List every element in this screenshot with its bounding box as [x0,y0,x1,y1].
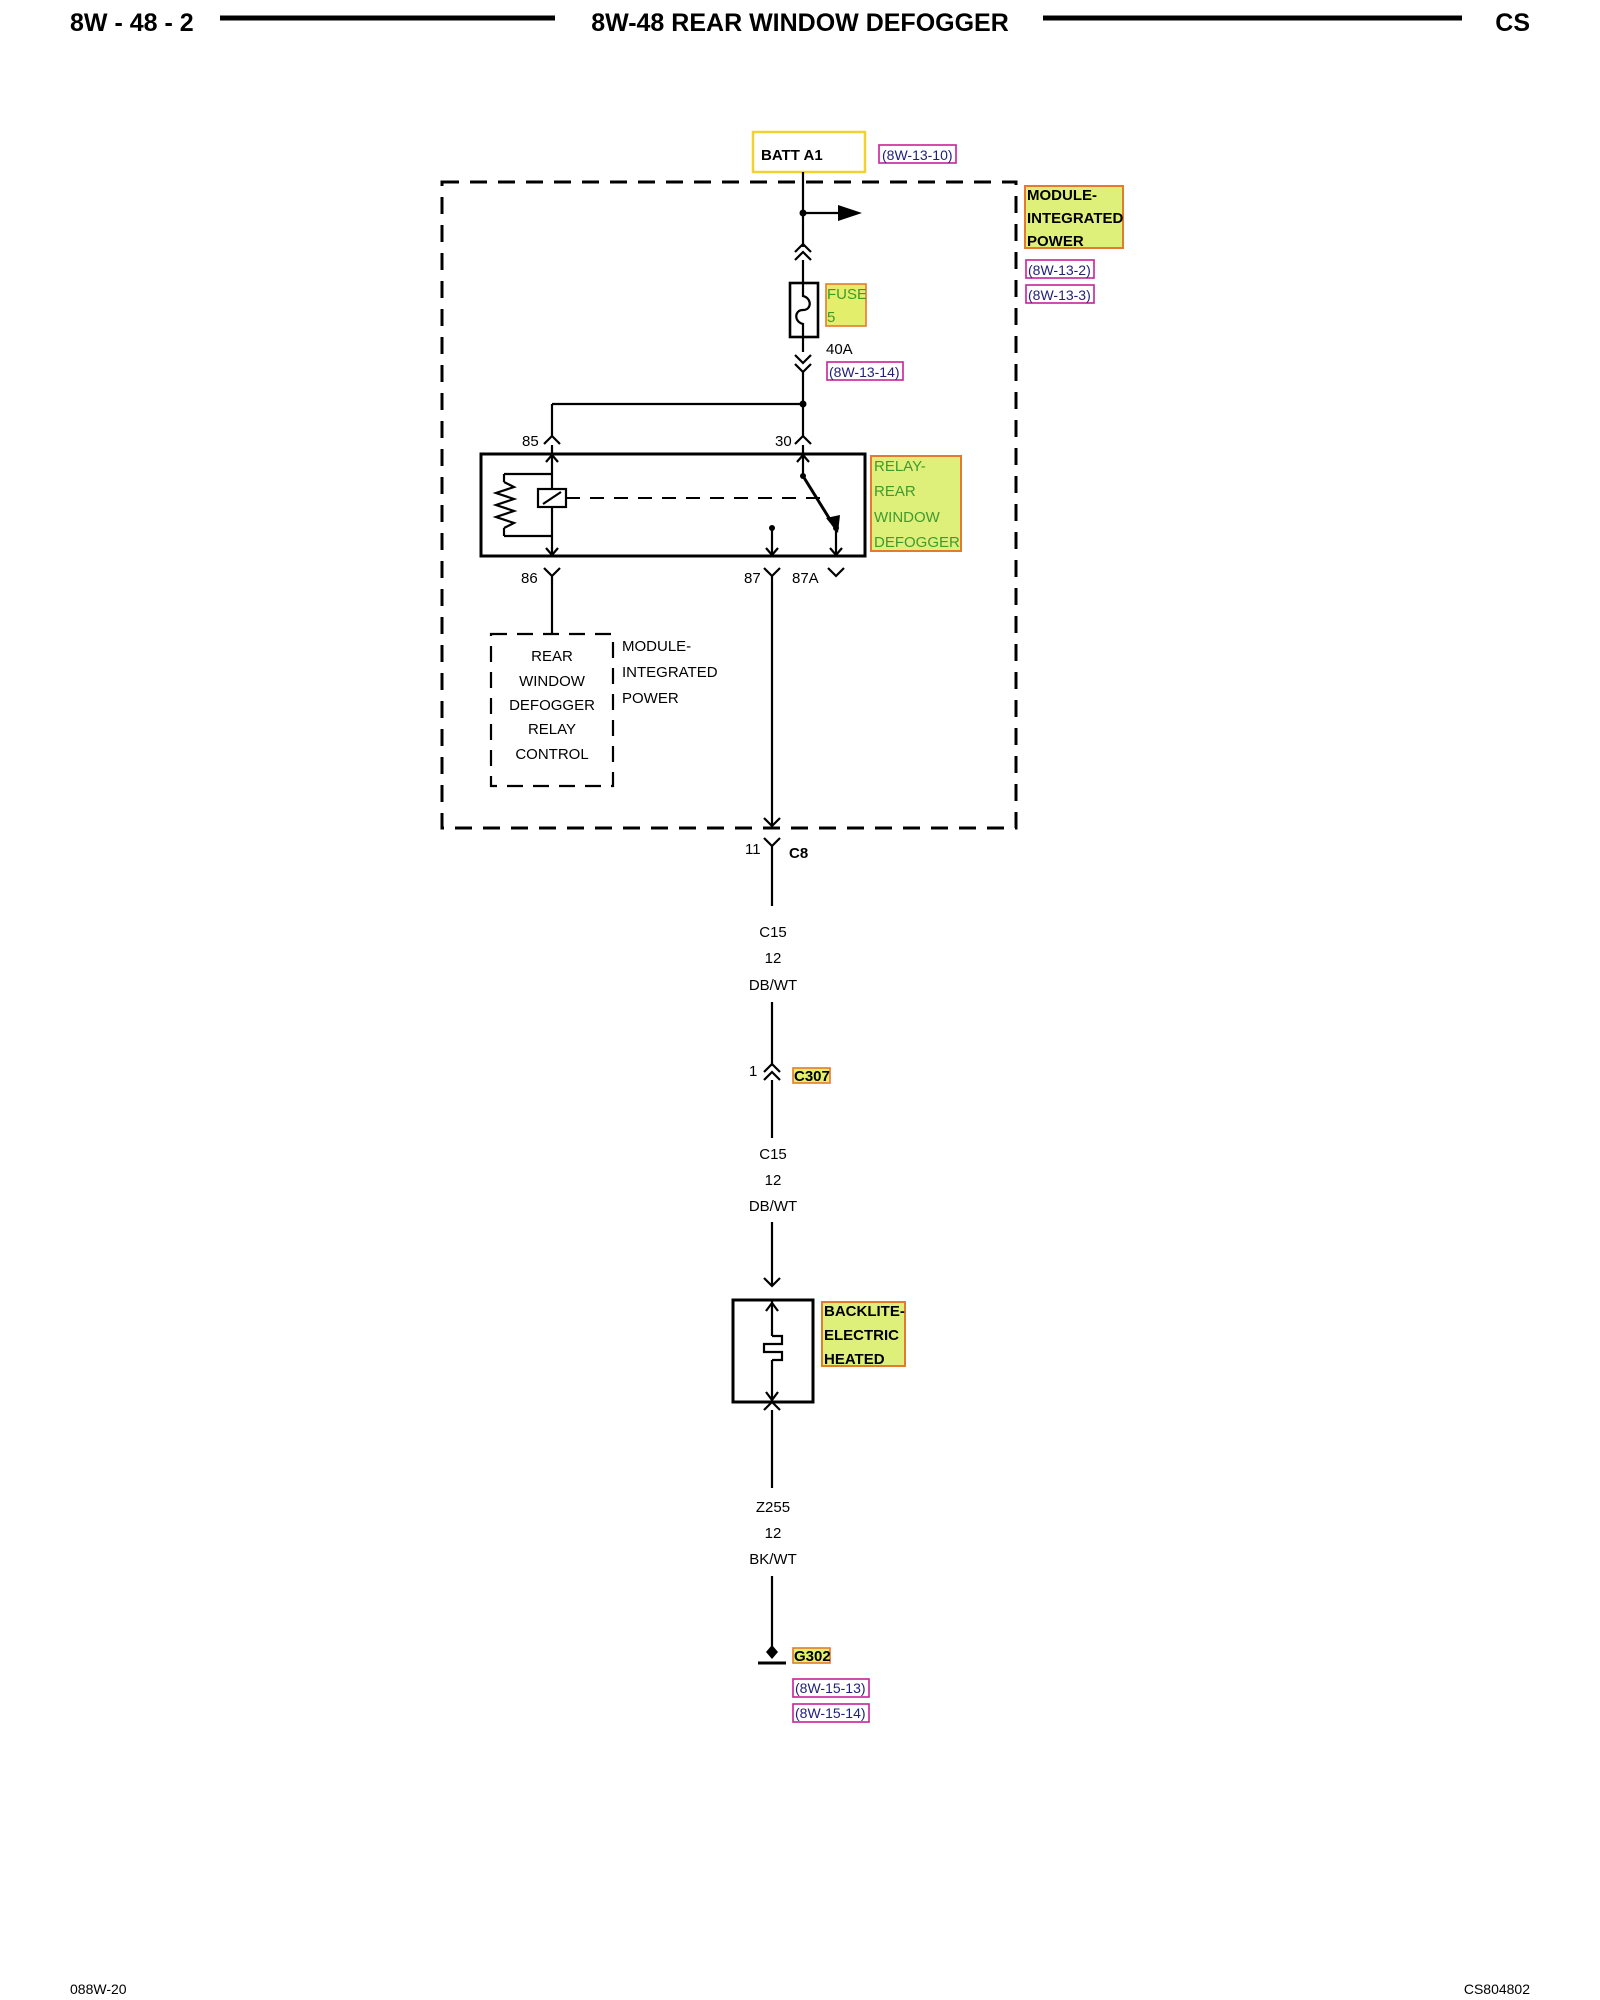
wire2-circuit: C15 [759,1146,787,1163]
section-code: CS [1495,9,1530,37]
c307-pin: 1 [749,1063,757,1080]
relay-label-line-1: RELAY- [874,458,926,475]
fuse-to-relay-wire [543,337,812,445]
relay-symbol [479,445,867,558]
relay-label-line-2: REAR [874,483,916,500]
relay-pin-30: 30 [775,433,792,450]
batt-label: BATT A1 [761,147,823,164]
relay-label-line-3: WINDOW [874,509,941,526]
ground-symbol [758,1576,786,1665]
module-label-line-2: INTEGRATED [1027,210,1124,227]
module-ref-1[interactable]: (8W-13-2) [1028,262,1091,278]
relay-pin-85: 85 [522,433,539,450]
wire3-circuit: Z255 [756,1499,790,1516]
control-side-label-2: INTEGRATED [622,664,718,681]
ground-ref-1-box [792,1678,870,1698]
ground-ref-2-box [792,1703,870,1723]
relay-pin-87a: 87A [792,570,819,587]
wire1-color: DB/WT [749,977,797,994]
module-label-highlight [1024,185,1124,249]
output-wire-87 [763,576,781,906]
relay-pin-87: 87 [744,570,761,587]
wire1-gauge: 12 [765,950,782,967]
footer-right-code: CS804802 [1464,1981,1530,1997]
backlite-heater-symbol [731,1222,815,1488]
relay-label-line-4: DEFOGGER [874,534,960,551]
fuse-label-line-1: FUSE [827,286,867,303]
module-ref-1-box [1025,259,1095,279]
ground-ref-2[interactable]: (8W-15-14) [795,1705,866,1721]
wire3-gauge: 12 [765,1525,782,1542]
wire3-color: BK/WT [749,1551,797,1568]
ground-name: G302 [794,1648,831,1665]
wire2-color: DB/WT [749,1198,797,1215]
backlite-label-line-3: HEATED [824,1351,885,1368]
page-code: 8W - 48 - 2 [70,9,194,37]
backlite-label-highlight [821,1301,906,1367]
control-label-line-2: WINDOW [519,673,586,690]
backlite-label-line-2: ELECTRIC [824,1327,899,1344]
module-label-line-3: POWER [1027,233,1084,250]
control-side-label-1: MODULE- [622,638,691,655]
wire2-gauge: 12 [765,1172,782,1189]
control-label-line-1: REAR [531,648,573,665]
c8-name: C8 [789,845,808,862]
control-side-label-3: POWER [622,690,679,707]
module-boundary [440,180,1018,830]
backlite-label-line-1: BACKLITE- [824,1303,905,1320]
c307-connector-wire [763,1002,781,1138]
batt-label-box [751,130,867,174]
module-label-line-1: MODULE- [1027,187,1097,204]
fuse-symbol [788,281,820,339]
relay-label-highlight [870,455,962,552]
wire1-circuit: C15 [759,924,787,941]
fuse-ref-box [826,361,904,381]
fuse-rating: 40A [826,341,853,358]
c307-highlight [792,1067,831,1084]
batt-ref-box [878,144,957,164]
page-title: 8W-48 REAR WINDOW DEFOGGER [591,9,1009,37]
relay-pin-86: 86 [521,570,538,587]
c8-pin: 11 [745,841,761,858]
fuse-ref[interactable]: (8W-13-14) [829,364,900,380]
control-label-line-3: DEFOGGER [509,697,595,714]
module-ref-2-box [1025,284,1095,304]
batt-feed-wire [794,172,862,283]
fuse-label-line-2: 5 [827,309,835,326]
relay-control-box [489,632,615,788]
footer-left-code: 088W-20 [70,1981,127,1997]
batt-ref[interactable]: (8W-13-10) [882,147,953,163]
control-label-line-5: CONTROL [515,746,588,763]
c307-name: C307 [794,1068,830,1085]
fuse-label-highlight [825,283,867,327]
ground-ref-1[interactable]: (8W-15-13) [795,1680,866,1696]
ground-highlight [792,1647,831,1664]
module-ref-2[interactable]: (8W-13-3) [1028,287,1091,303]
control-label-line-4: RELAY [528,721,576,738]
